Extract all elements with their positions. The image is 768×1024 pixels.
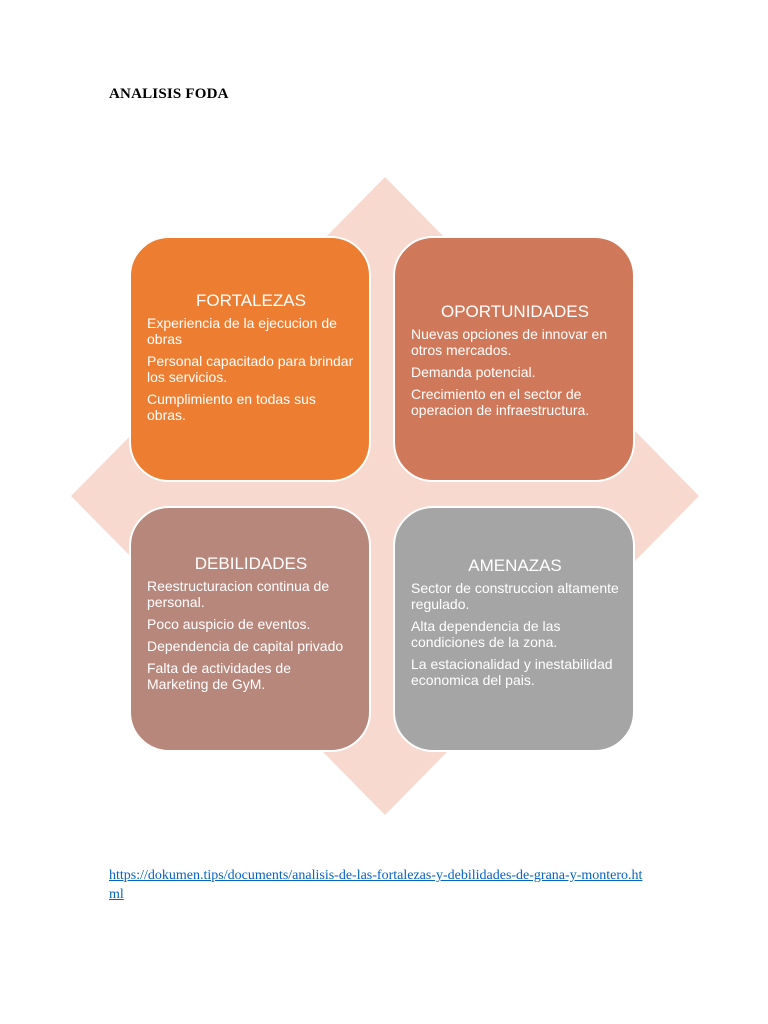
quadrant-oportunidades: OPORTUNIDADES Nuevas opciones de innovar… [393,236,635,482]
list-item: Poco auspicio de eventos. [147,616,311,632]
list-item: La estacionalidad y inestabilidad econom… [411,656,613,688]
quadrant-title: OPORTUNIDADES [441,302,589,321]
quadrant-amenazas: AMENAZAS Sector de construccion altament… [393,506,635,752]
document-title: ANALISIS FODA [109,86,229,102]
list-item: Falta de actividades de Marketing de GyM… [147,660,291,692]
list-item: Alta dependencia de las condiciones de l… [411,618,561,650]
quadrant-list: Sector de construccion altamente regulad… [411,580,619,688]
list-item: Crecimiento en el sector de operacion de… [411,386,590,418]
list-item: Dependencia de capital privado [147,638,344,654]
list-item: Experiencia de la ejecucion de obras [147,315,337,347]
list-item: Cumplimiento en todas sus obras. [147,391,316,423]
list-item: Personal capacitado para brindar los ser… [147,353,354,385]
list-item: Sector de construccion altamente regulad… [411,580,619,612]
quadrant-title: AMENAZAS [468,556,562,575]
list-item: Reestructuracion continua de personal. [147,578,330,610]
quadrant-title: FORTALEZAS [196,291,306,310]
source-link[interactable]: https://dokumen.tips/documents/analisis-… [109,868,643,902]
quadrant-list: Reestructuracion continua de personal. P… [147,578,355,692]
list-item: Demanda potencial. [411,364,536,380]
quadrant-list: Experiencia de la ejecucion de obras Per… [147,315,355,423]
list-item: Nuevas opciones de innovar en otros merc… [411,326,608,358]
quadrant-title: DEBILIDADES [194,554,308,573]
quadrant-debilidades: DEBILIDADES Reestructuracion continua de… [129,506,371,752]
quadrant-fortalezas: FORTALEZAS Experiencia de la ejecucion d… [129,236,371,482]
quadrant-list: Nuevas opciones de innovar en otros merc… [411,326,619,418]
